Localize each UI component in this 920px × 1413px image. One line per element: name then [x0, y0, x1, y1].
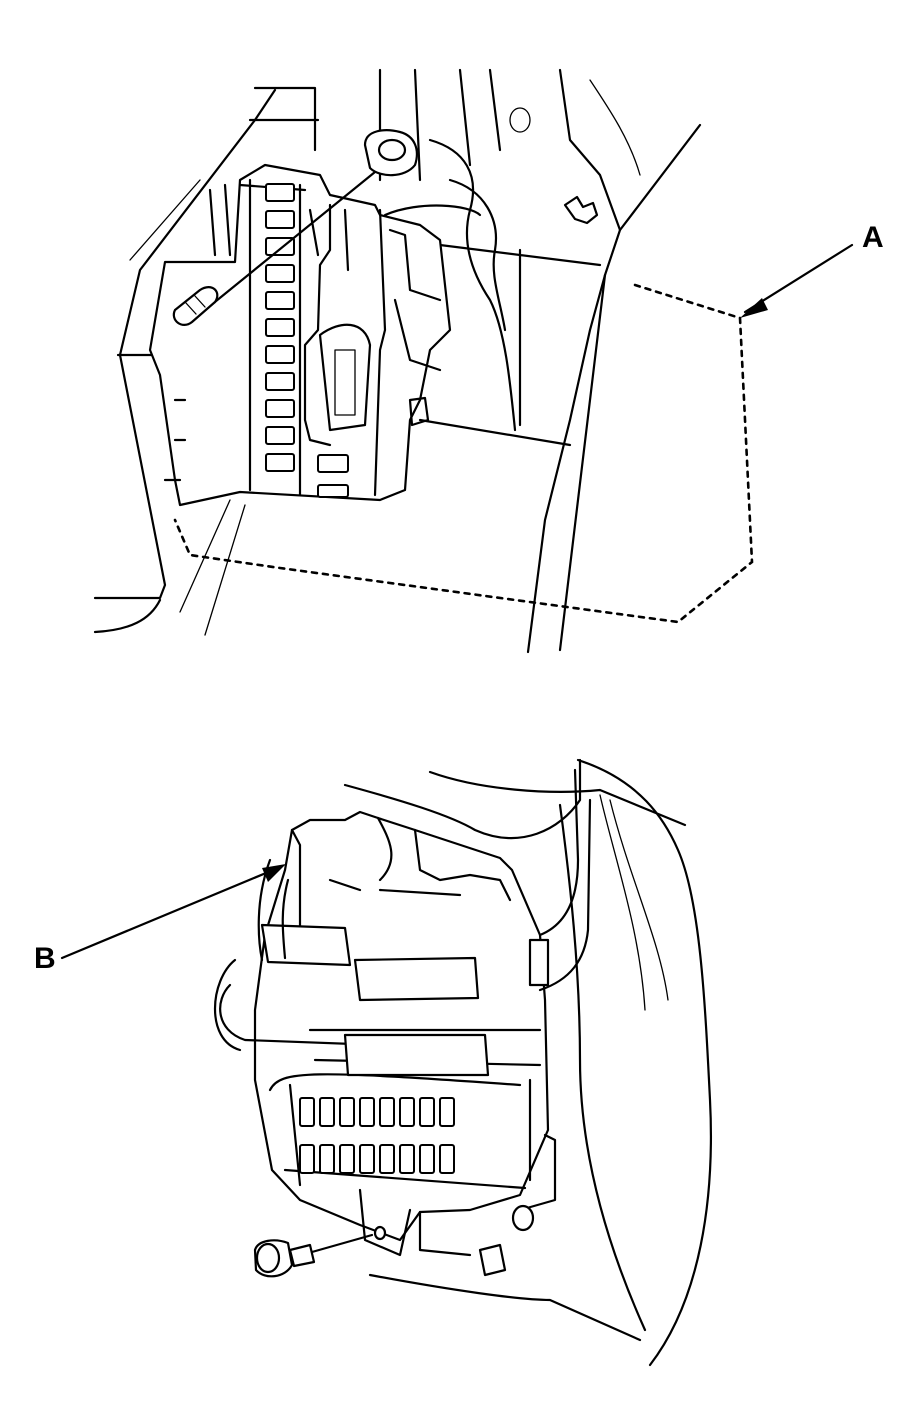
mounting-bolt-b: [253, 1233, 374, 1278]
fuse-box-b: [253, 810, 557, 1277]
fuse-slots-b: [299, 1097, 455, 1174]
callout-label-b: B: [34, 942, 56, 975]
callout-b: B: [34, 864, 286, 975]
wire-harness-a: [383, 138, 517, 432]
callout-a: A: [740, 221, 884, 318]
mounting-nut-a: [203, 129, 418, 312]
side-panel-outline: [343, 758, 713, 1367]
callout-label-a: A: [862, 221, 884, 254]
top-illustration: A: [93, 68, 884, 654]
stud-bolt-a: [172, 286, 219, 326]
bottom-illustration: B: [34, 758, 713, 1367]
fuse-slots-a: [265, 183, 349, 498]
lower-cover-outline-a: [173, 283, 754, 624]
wire-harness-b: [213, 768, 592, 1077]
fuse-box-a: [148, 163, 452, 507]
